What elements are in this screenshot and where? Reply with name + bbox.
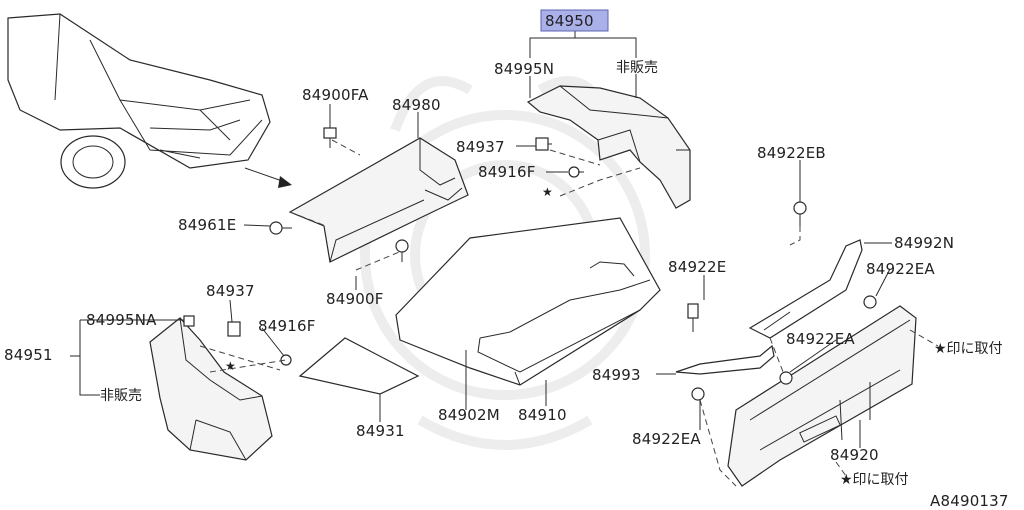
part-84993-bracket xyxy=(675,344,775,375)
label-84950[interactable]: 84950 xyxy=(545,12,594,30)
note-not-for-sale-left: 非販売 xyxy=(100,388,142,404)
label-84900FA[interactable]: 84900FA xyxy=(302,86,369,104)
star-mark-top: ★ xyxy=(542,185,553,199)
label-84922E[interactable]: 84922E xyxy=(668,258,726,276)
label-84922EA-1[interactable]: 84922EA xyxy=(866,260,935,278)
note-attach-mark-bottom: ★印に取付 xyxy=(840,472,909,488)
part-84950-assembly xyxy=(526,85,691,209)
label-84980[interactable]: 84980 xyxy=(392,96,441,114)
part-84931-mat xyxy=(298,337,420,395)
direction-arrow xyxy=(244,167,292,188)
label-84937-top[interactable]: 84937 xyxy=(456,138,505,156)
part-84992N-strip xyxy=(748,239,863,339)
part-84902M-trunk-mat xyxy=(395,217,661,386)
highlight-84950 xyxy=(540,9,609,32)
label-84900F[interactable]: 84900F xyxy=(326,290,384,308)
clip-84922EB xyxy=(793,201,807,226)
clip-84900F xyxy=(395,239,409,262)
clip-84900FA xyxy=(323,127,337,148)
clip-84922E xyxy=(687,303,699,332)
label-84902M[interactable]: 84902M xyxy=(438,406,500,424)
label-84995N[interactable]: 84995N xyxy=(494,60,554,78)
label-84937-left[interactable]: 84937 xyxy=(206,282,255,300)
label-84922EA-2[interactable]: 84922EA xyxy=(786,330,855,348)
diagram-id: A8490137 xyxy=(930,492,1009,510)
label-84910[interactable]: 84910 xyxy=(518,406,567,424)
label-84995NA[interactable]: 84995NA xyxy=(86,311,157,329)
clip-84937-left xyxy=(227,321,241,337)
clip-84937-top xyxy=(535,137,552,151)
note-attach-mark-right: ★印に取付 xyxy=(934,341,1003,357)
vehicle-reference-drawing xyxy=(7,13,271,189)
label-84922EB[interactable]: 84922EB xyxy=(757,144,826,162)
star-mark-left: ★ xyxy=(225,359,236,373)
label-84961E[interactable]: 84961E xyxy=(178,216,236,234)
clip-84922EA-1 xyxy=(863,295,877,309)
label-84993[interactable]: 84993 xyxy=(592,366,641,384)
label-84951[interactable]: 84951 xyxy=(4,346,53,364)
label-84916F-top[interactable]: 84916F xyxy=(478,163,536,181)
label-84992N[interactable]: 84992N xyxy=(894,234,954,252)
part-84980-trunk-trim xyxy=(288,137,469,263)
clip-84922EA-2 xyxy=(779,371,793,385)
clip-84916F-top xyxy=(568,166,584,178)
label-84922EA-3[interactable]: 84922EA xyxy=(632,430,701,448)
note-not-for-sale-top: 非販売 xyxy=(616,60,658,76)
clip-84922EA-3 xyxy=(691,387,705,401)
clip-84995NA xyxy=(183,315,195,327)
clip-84961E xyxy=(269,221,292,235)
label-84931[interactable]: 84931 xyxy=(356,422,405,440)
part-84920-rear-trim xyxy=(727,305,917,487)
part-84951-assembly xyxy=(149,317,273,461)
clip-84916F-left xyxy=(280,354,292,366)
label-84920[interactable]: 84920 xyxy=(830,446,879,464)
label-84916F-left[interactable]: 84916F xyxy=(258,317,316,335)
